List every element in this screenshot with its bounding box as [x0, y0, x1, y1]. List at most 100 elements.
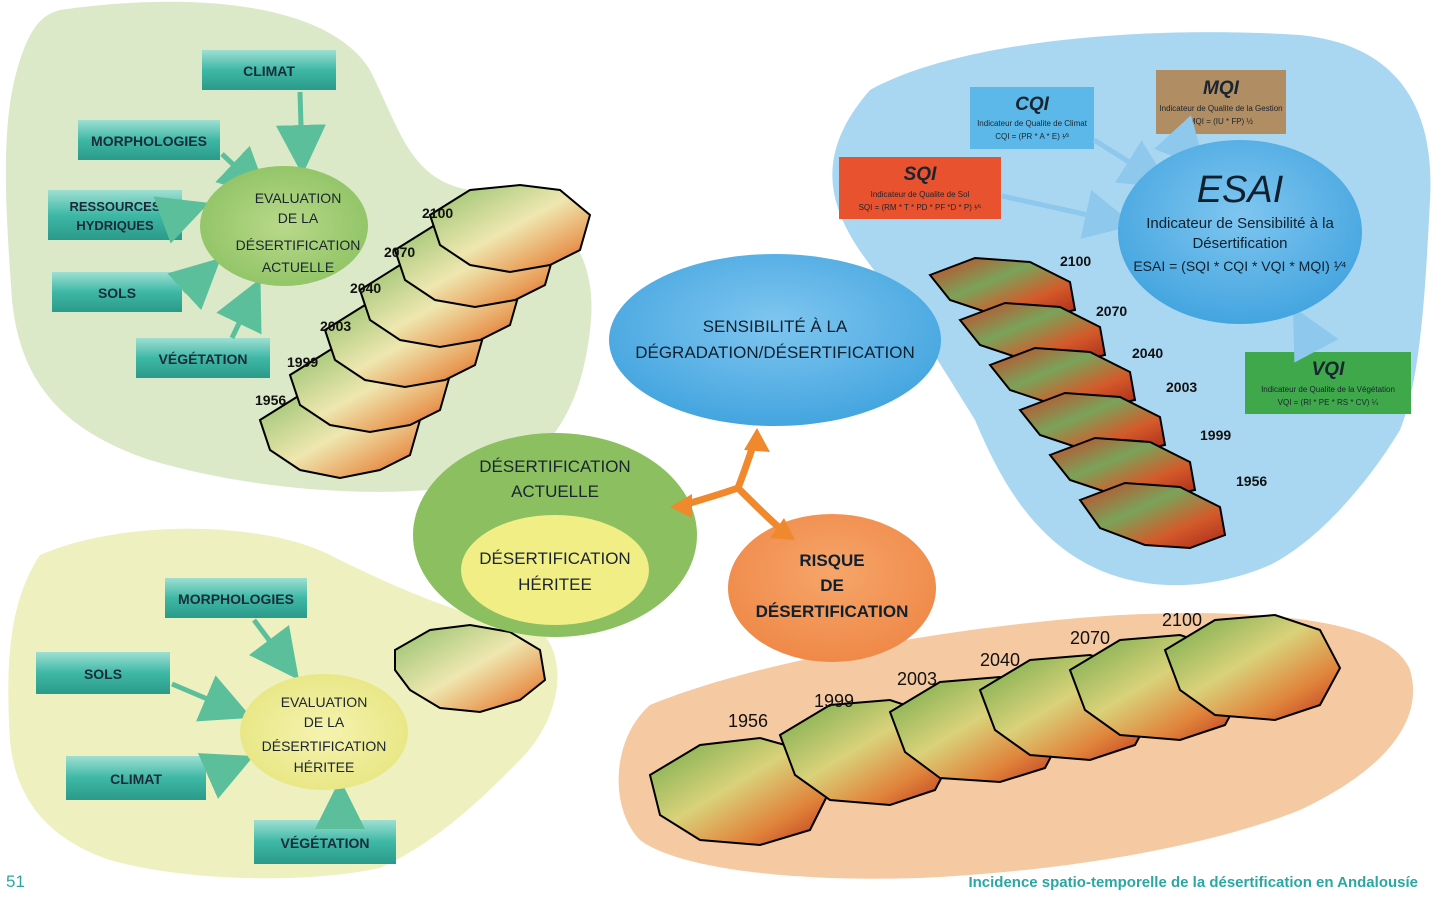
svg-text:DE LA: DE LA — [278, 210, 319, 226]
map-1999 — [1048, 436, 1197, 500]
desertification-heritee-ellipse: DÉSERTIFICATION HÉRITEE — [461, 515, 649, 625]
heritee-sols-box: SOLS — [36, 652, 170, 694]
svg-text:VÉGÉTATION: VÉGÉTATION — [281, 835, 370, 851]
year-label: 1956 — [255, 392, 286, 408]
svg-text:SOLS: SOLS — [84, 666, 122, 682]
actuelle-map-stack — [258, 183, 592, 480]
year-label: 2100 — [422, 205, 453, 221]
heritee-morphologies-box: MORPHOLOGIES — [165, 578, 307, 618]
cqi-box: CQI Indicateur de Qualite de Climat CQI … — [970, 87, 1094, 149]
svg-text:HÉRITEE: HÉRITEE — [294, 759, 355, 775]
svg-text:CLIMAT: CLIMAT — [110, 771, 162, 787]
svg-text:Indicateur de Qualite de Clima: Indicateur de Qualite de Climat — [977, 119, 1088, 128]
svg-text:DE LA: DE LA — [304, 714, 345, 730]
svg-text:Indicateur de Qualite de la Vé: Indicateur de Qualite de la Végétation — [1261, 385, 1395, 394]
year-label: 2070 — [1096, 303, 1127, 319]
risque-year-labels: 1956 1999 2003 2040 2070 2100 — [728, 610, 1202, 731]
map-1956 — [1078, 481, 1227, 550]
svg-text:VQI = (RI * PE * RS * CV) ¼: VQI = (RI * PE * RS * CV) ¼ — [1278, 398, 1379, 407]
year-label: 2003 — [1166, 379, 1197, 395]
svg-text:MORPHOLOGIES: MORPHOLOGIES — [91, 133, 207, 149]
esai-year-labels: 2100 2070 2040 2003 1999 1956 — [1060, 253, 1267, 489]
year-label: 2070 — [384, 244, 415, 260]
heritee-climat-box: CLIMAT — [66, 756, 206, 800]
sols-box: SOLS — [52, 272, 182, 312]
year-label: 2003 — [320, 318, 351, 334]
year-label: 1956 — [728, 711, 768, 731]
sqi-box: SQI Indicateur de Qualite de Sol SQI = (… — [839, 157, 1001, 219]
page-number: 51 — [6, 872, 25, 891]
svg-text:Indicateur de Sensibilité à la: Indicateur de Sensibilité à la — [1146, 215, 1334, 232]
svg-text:VÉGÉTATION: VÉGÉTATION — [159, 351, 248, 367]
actuelle-year-labels: 2100 2070 2040 2003 1999 1956 — [255, 205, 453, 408]
svg-text:CQI = (PR * A * E) ¹⁄³: CQI = (PR * A * E) ¹⁄³ — [995, 132, 1069, 141]
map-2070 — [958, 301, 1107, 365]
svg-text:EVALUATION: EVALUATION — [255, 190, 342, 206]
svg-text:EVALUATION: EVALUATION — [281, 694, 368, 710]
svg-text:DÉSERTIFICATION: DÉSERTIFICATION — [262, 738, 387, 754]
year-label: 2003 — [897, 669, 937, 689]
mqi-box: MQI Indicateur de Qualite de la Gestion … — [1156, 70, 1286, 134]
map-2040 — [988, 346, 1137, 410]
risque-ellipse: RISQUE DE DÉSERTIFICATION — [728, 514, 936, 662]
actuelle-arrows — [153, 91, 326, 340]
svg-text:Indicateur de Qualite de la Ge: Indicateur de Qualite de la Gestion — [1159, 104, 1282, 113]
tri-arrow — [680, 436, 786, 534]
svg-text:CQI: CQI — [1015, 94, 1050, 115]
evaluation-heritee-ellipse: EVALUATION DE LA DÉSERTIFICATION HÉRITEE — [240, 674, 408, 790]
morphologies-box: MORPHOLOGIES — [78, 120, 220, 160]
vegetation-box: VÉGÉTATION — [136, 338, 270, 378]
ressources-hydriques-box: RESSOURCES HYDRIQUES — [48, 190, 182, 240]
svg-text:Désertification: Désertification — [1192, 235, 1287, 252]
svg-text:VQI: VQI — [1312, 359, 1345, 380]
heritee-arrows — [171, 618, 365, 829]
vqi-box: VQI Indicateur de Qualite de la Végétati… — [1245, 352, 1411, 414]
year-label: 2100 — [1162, 610, 1202, 630]
svg-text:SQI: SQI — [904, 164, 937, 185]
svg-text:RISQUE: RISQUE — [799, 551, 864, 570]
svg-text:Indicateur de Qualite de Sol: Indicateur de Qualite de Sol — [871, 190, 970, 199]
map-2100 — [928, 256, 1077, 320]
svg-text:RESSOURCES: RESSOURCES — [69, 199, 160, 214]
svg-text:SENSIBILITÉ À LA: SENSIBILITÉ À LA — [703, 317, 848, 336]
year-label: 1956 — [1236, 473, 1267, 489]
svg-text:DÉSERTIFICATION: DÉSERTIFICATION — [479, 549, 630, 568]
map-1956 — [648, 736, 832, 847]
map-2100 — [428, 183, 592, 274]
svg-text:DÉSERTIFICATION: DÉSERTIFICATION — [479, 457, 630, 476]
svg-text:ACTUELLE: ACTUELLE — [511, 482, 599, 501]
svg-text:HYDRIQUES: HYDRIQUES — [76, 218, 154, 233]
year-label: 2100 — [1060, 253, 1091, 269]
svg-text:SOLS: SOLS — [98, 285, 136, 301]
svg-text:SQI = (RM * T * PD * PF *D * P: SQI = (RM * T * PD * PF *D * P) ¹⁄⁶ — [859, 203, 982, 212]
svg-text:HÉRITEE: HÉRITEE — [518, 575, 592, 594]
svg-text:DÉSERTIFICATION: DÉSERTIFICATION — [236, 237, 361, 253]
tri-arrow-heads — [670, 428, 795, 540]
svg-text:ESAI = (SQI * CQI * VQI * MQI): ESAI = (SQI * CQI * VQI * MQI) ¹⁄⁴ — [1133, 258, 1346, 274]
sensibilite-ellipse: SENSIBILITÉ À LA DÉGRADATION/DÉSERTIFICA… — [609, 254, 941, 426]
year-label: 1999 — [814, 691, 854, 711]
year-label: 2040 — [980, 650, 1020, 670]
risque-map-row — [648, 613, 1342, 847]
svg-text:MQI = (IU * FP) ½: MQI = (IU * FP) ½ — [1189, 117, 1254, 126]
map-2003 — [1018, 391, 1167, 455]
year-label: 2040 — [350, 280, 381, 296]
heritee-vegetation-box: VÉGÉTATION — [254, 820, 396, 864]
svg-text:ACTUELLE: ACTUELLE — [262, 259, 334, 275]
evaluation-actuelle-ellipse: EVALUATION DE LA DÉSERTIFICATION ACTUELL… — [200, 166, 368, 286]
svg-text:MORPHOLOGIES: MORPHOLOGIES — [178, 591, 294, 607]
year-label: 2070 — [1070, 628, 1110, 648]
svg-text:CLIMAT: CLIMAT — [243, 63, 295, 79]
year-label: 1999 — [287, 354, 318, 370]
year-label: 1999 — [1200, 427, 1231, 443]
page-footer-title: Incidence spatio-temporelle de la désert… — [968, 874, 1418, 891]
map-2100 — [1163, 613, 1342, 722]
svg-text:DE: DE — [820, 576, 844, 595]
svg-text:DÉGRADATION/DÉSERTIFICATION: DÉGRADATION/DÉSERTIFICATION — [635, 343, 915, 362]
heritee-map — [394, 623, 547, 714]
svg-text:DÉSERTIFICATION: DÉSERTIFICATION — [756, 602, 909, 621]
esai-map-stack — [928, 256, 1227, 550]
year-label: 2040 — [1132, 345, 1163, 361]
climat-box: CLIMAT — [202, 50, 336, 90]
